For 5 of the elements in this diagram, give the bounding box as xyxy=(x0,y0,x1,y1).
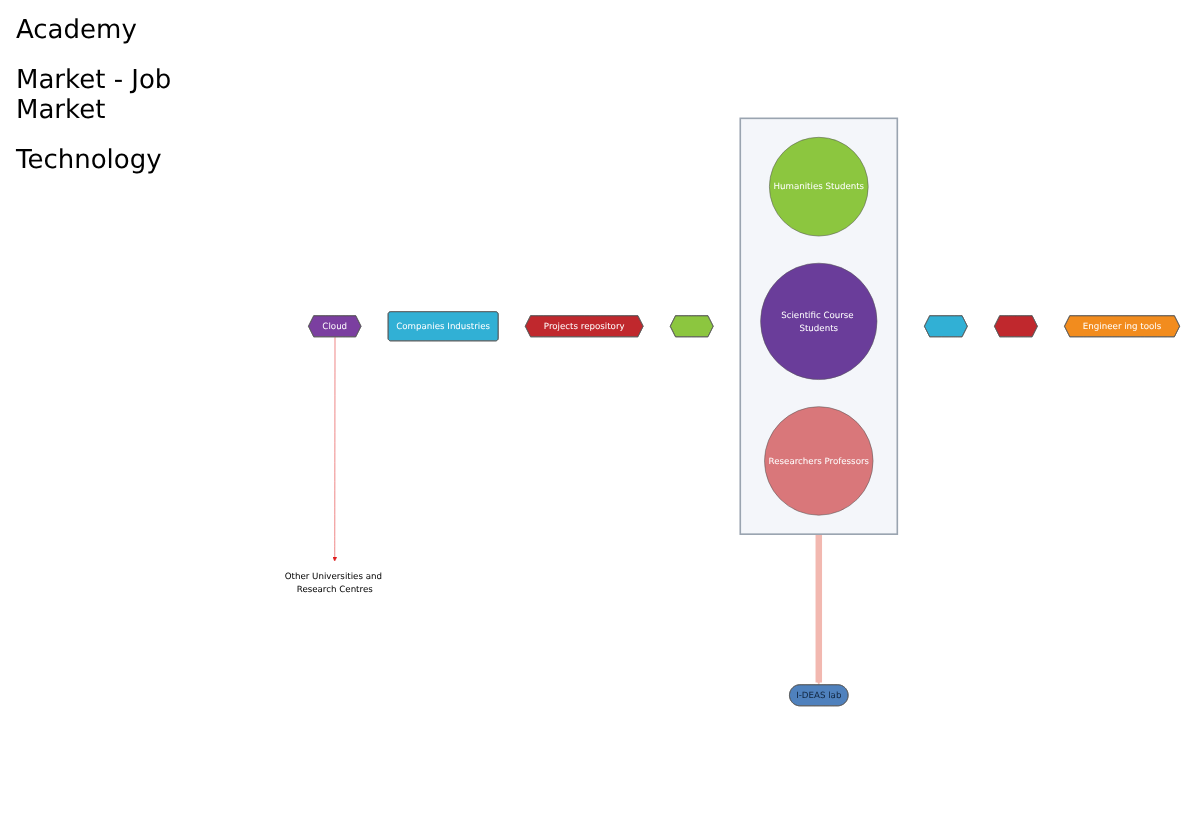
cluster xyxy=(739,118,899,536)
arrow xyxy=(815,534,823,686)
section-label: Technology xyxy=(16,146,164,176)
section-label: Academy xyxy=(16,16,139,46)
section-label: Market - Job Market xyxy=(16,66,174,126)
